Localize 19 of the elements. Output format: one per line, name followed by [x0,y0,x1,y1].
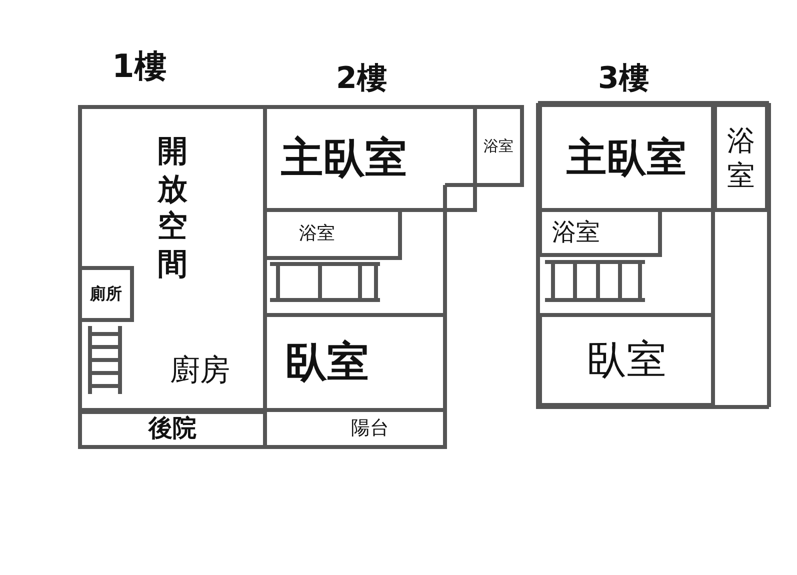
room-box [538,103,715,212]
room-label: 主臥室 [281,135,407,182]
room-label: 浴室 [727,122,755,192]
floor-label: 2樓 [336,60,387,98]
room-box [78,105,267,414]
room-label: 開放空間 [158,133,188,283]
room-label: 浴室 [552,219,600,246]
room-label: 浴室 [299,224,335,244]
room-label: 廚房 [170,352,230,390]
room-label: 臥室 [285,339,369,386]
room-label: 陽台 [351,418,389,439]
floor-label: 1樓 [112,46,166,87]
room-label: 臥室 [586,338,666,382]
floor-label: 3樓 [598,60,649,98]
room-label: 浴室 [484,138,514,154]
room-box [713,103,769,212]
room-label: 後院 [148,415,196,442]
room-label: 廁所 [90,285,122,303]
room-label: 主臥室 [566,136,686,180]
